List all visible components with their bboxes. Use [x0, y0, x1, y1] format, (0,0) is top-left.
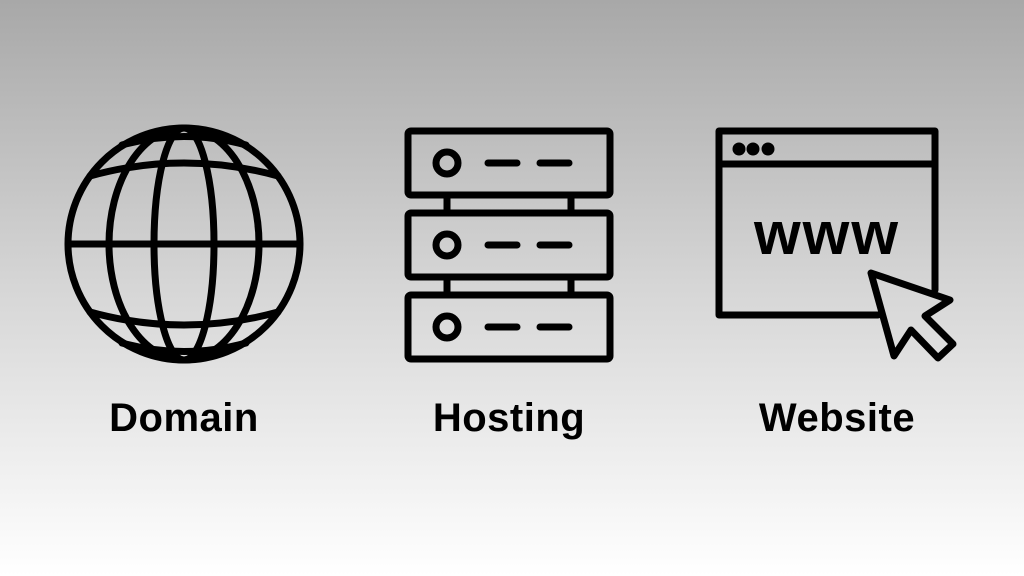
website-label: Website: [758, 396, 916, 440]
globe-icon: [64, 124, 304, 364]
domain-label: Domain: [109, 396, 259, 440]
cursor-icon: [867, 269, 957, 362]
server-rack-icon: [404, 127, 614, 363]
browser-www-text: www: [753, 200, 900, 267]
hosting-label: Hosting: [432, 396, 586, 440]
browser-window-cursor-icon: [715, 127, 957, 362]
